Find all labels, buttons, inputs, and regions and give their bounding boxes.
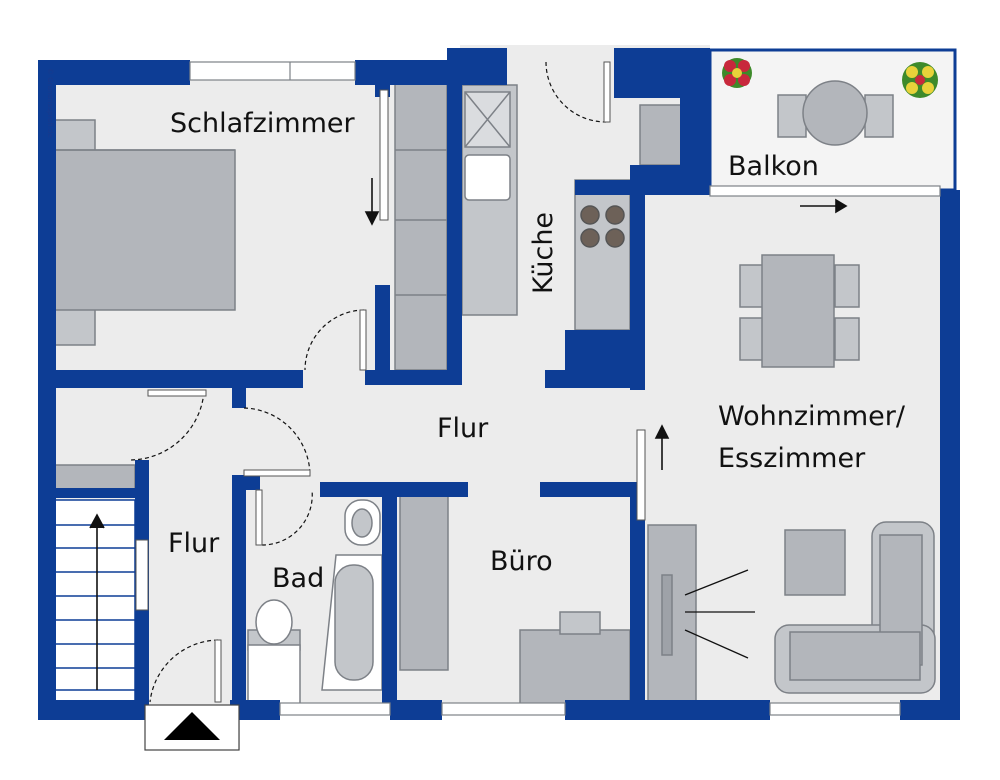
windows	[189, 61, 941, 716]
stove	[580, 205, 625, 248]
window-balcony-door	[709, 185, 941, 197]
door-leaves	[135, 61, 646, 703]
kitchen-sink	[464, 154, 511, 201]
room-label-flur-entry: Flur	[168, 528, 220, 559]
window-bedroom	[189, 61, 356, 81]
tv-rays	[684, 569, 755, 659]
stair-up-arrow-icon	[89, 513, 105, 690]
wardrobe-bedroom	[394, 79, 448, 371]
room-label-balkon: Balkon	[728, 151, 819, 182]
copyright-text: © Grundrissprofi.de	[46, 68, 54, 138]
dining-table	[761, 254, 835, 368]
stairs	[54, 499, 136, 706]
office-wardrobe	[399, 494, 449, 671]
balcony-table	[802, 80, 868, 146]
window-office	[441, 702, 566, 716]
armchair	[784, 529, 846, 596]
dining-chair	[739, 264, 765, 308]
dining-chair	[834, 264, 860, 308]
furniture	[54, 79, 936, 706]
room-label-schlafzimmer: Schlafzimmer	[170, 108, 356, 139]
balcony-chair	[864, 94, 894, 138]
room-label-esszimmer: Esszimmer	[718, 443, 866, 474]
tv	[661, 574, 673, 656]
flower-yellow-icon	[902, 62, 938, 98]
dining-chair	[739, 317, 765, 361]
room-label-kueche: Küche	[528, 212, 559, 294]
balcony-chair	[777, 94, 807, 138]
room-label-buero: Büro	[490, 546, 553, 577]
toilet	[255, 599, 293, 645]
walls	[38, 48, 960, 720]
room-label-flur-main: Flur	[437, 413, 489, 444]
doors	[129, 61, 607, 703]
desk	[519, 629, 631, 706]
room-label-bad: Bad	[272, 563, 324, 594]
window-bath	[279, 702, 391, 716]
sliding-door-arrow-icon	[364, 178, 848, 470]
dining-chair	[834, 317, 860, 361]
kitchen-counter-right	[574, 179, 631, 331]
window-living	[769, 702, 901, 716]
flower-red-icon	[722, 58, 752, 88]
office-chair	[559, 611, 601, 635]
room-label-wohnzimmer: Wohnzimmer/	[718, 401, 906, 432]
bed	[54, 149, 236, 311]
entrance-triangle-icon	[164, 712, 220, 740]
